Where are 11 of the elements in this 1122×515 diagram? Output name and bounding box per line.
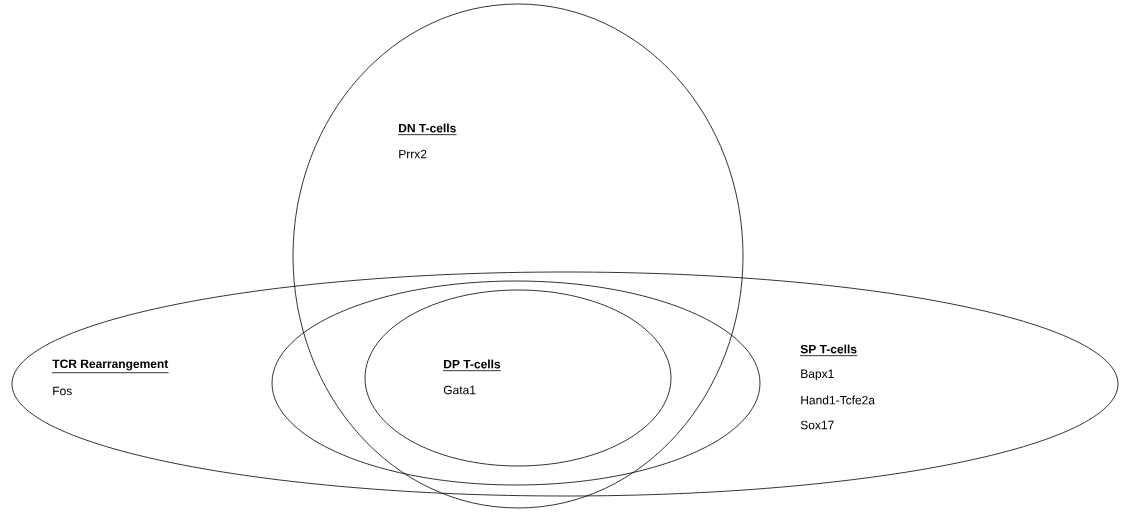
gene-name: Hand1-Tcfe2a <box>801 395 875 405</box>
set-heading: DP T-cells <box>442 359 502 372</box>
venn-ellipse <box>271 280 761 486</box>
gene-name: Fos <box>53 386 72 396</box>
gene-name: Sox17 <box>800 420 834 430</box>
set-heading: TCR Rearrangement <box>51 359 169 374</box>
set-heading: SP T-cells <box>799 344 858 357</box>
gene-name: Bapx1 <box>801 369 834 381</box>
set-heading: DN T-cells <box>397 123 457 136</box>
gene-name: Gata1 <box>443 385 476 395</box>
gene-name: Prrx2 <box>399 149 427 159</box>
